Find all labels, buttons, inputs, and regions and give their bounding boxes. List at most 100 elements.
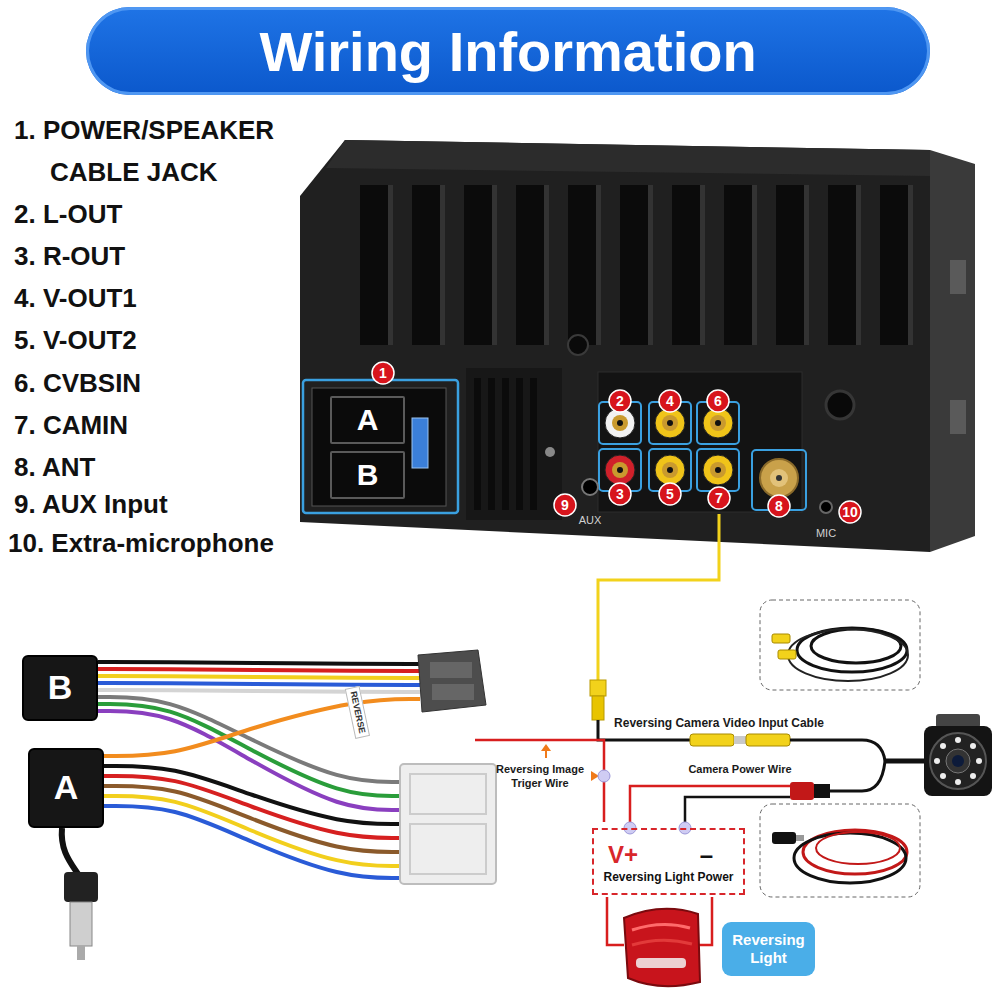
head-unit-part	[697, 449, 739, 491]
wire-label: Reversing Image Triger Wire	[490, 762, 590, 791]
power-cable-inset-part	[794, 833, 906, 883]
terminal-sign: –	[700, 841, 713, 869]
callout-text: 7	[715, 490, 723, 506]
vent-slots	[474, 378, 537, 510]
reversing-camera-part	[970, 743, 976, 749]
reversing-camera-part	[936, 714, 980, 728]
connector-block: A	[330, 396, 405, 444]
head-unit-part	[303, 380, 458, 513]
wiring-harness-part	[77, 946, 85, 960]
power-cable-inset-part	[796, 835, 804, 841]
head-unit	[300, 140, 975, 552]
head-unit-part	[474, 378, 481, 510]
camera-wiring-part	[885, 759, 925, 764]
head-unit-part	[617, 420, 623, 426]
callout-number: 10	[838, 500, 862, 524]
connector-block: B	[330, 451, 405, 499]
reversing-camera	[924, 714, 992, 796]
callout-circle-shape	[839, 501, 861, 523]
callout-number: 2	[608, 389, 632, 413]
head-unit-part	[776, 475, 782, 481]
head-unit-part	[516, 378, 523, 510]
wire-tag: REVERSE	[345, 686, 370, 739]
head-unit-part	[662, 415, 678, 431]
wiring-harness-part	[70, 902, 92, 946]
head-unit-part	[612, 415, 628, 431]
head-unit-part	[568, 335, 588, 355]
camera-wiring-part	[790, 782, 814, 800]
cable-inset-part	[760, 600, 920, 690]
cable-inset-part	[788, 629, 908, 681]
head-unit-part	[516, 185, 544, 345]
head-unit-part	[326, 140, 930, 176]
cooling-fins	[360, 185, 913, 345]
power-cable-inset	[760, 804, 920, 897]
head-unit-part	[464, 185, 492, 345]
camera-wiring-part	[607, 897, 624, 945]
connector-letter: B	[48, 668, 73, 707]
callout-text: 10	[842, 504, 858, 520]
callout-text: 6	[714, 393, 722, 409]
reversing-camera-part	[934, 758, 940, 764]
connector-letter: A	[357, 403, 379, 438]
head-unit-part	[930, 150, 975, 552]
head-unit-part	[596, 185, 601, 345]
head-unit-part	[662, 462, 678, 478]
head-unit-part	[950, 260, 966, 294]
head-unit-part	[648, 185, 653, 345]
head-unit-part	[826, 391, 854, 419]
head-unit-part	[950, 400, 966, 434]
head-unit-part	[908, 185, 913, 345]
terminal-row: V+–	[602, 841, 735, 869]
head-unit-part	[776, 185, 804, 345]
head-unit-part	[488, 378, 495, 510]
callout-number: 5	[658, 482, 682, 506]
head-unit-part	[667, 467, 673, 473]
camera-wiring-part	[690, 734, 734, 746]
reversing-camera-part	[976, 758, 982, 764]
head-unit-part	[605, 455, 635, 485]
reversing-camera-part	[946, 749, 970, 773]
camera-wiring-part	[734, 736, 746, 744]
head-unit-part	[312, 388, 446, 506]
head-unit-part	[502, 378, 509, 510]
camera-wiring-part	[590, 680, 606, 696]
cable-inset-part	[811, 629, 901, 663]
callout-circle-shape	[707, 390, 729, 412]
tail-light-part	[632, 940, 692, 945]
power-cable-inset-part	[816, 832, 900, 864]
callout-text: 1	[379, 365, 387, 381]
wire-label: Camera Power Wire	[688, 763, 791, 776]
head-unit-part	[880, 185, 908, 345]
callout-number: 8	[767, 494, 791, 518]
head-unit-part	[667, 420, 673, 426]
harness-plug: A	[28, 748, 104, 828]
reversing-light-power-box: V+–Reversing Light Power	[592, 828, 745, 895]
head-unit-part	[715, 420, 721, 426]
head-unit-part	[655, 455, 685, 485]
port-list-item: 4. V-OUT1	[14, 277, 137, 319]
callout-number: 7	[707, 486, 731, 510]
wiring-harness-part	[410, 774, 486, 814]
head-unit-part	[530, 378, 537, 510]
head-unit-part	[388, 185, 393, 345]
port-list-item: 10. Extra-microphone	[8, 522, 274, 564]
wiring-harness-part	[98, 662, 420, 664]
power-cable-inset-part	[760, 804, 920, 897]
wiring-harness-part	[104, 806, 402, 878]
connector-letter: A	[54, 768, 79, 807]
badge-text: Reversing Light	[728, 931, 809, 967]
tail-light-part	[624, 909, 700, 986]
wiring-harness-part	[400, 764, 496, 884]
cable-inset-part	[778, 650, 796, 659]
head-unit-part	[412, 185, 440, 345]
callout-text: 4	[666, 393, 674, 409]
wiring-harness-part	[98, 676, 420, 678]
callout-text: 5	[666, 486, 674, 502]
callout-number: 1	[371, 361, 395, 385]
camera-wiring-part	[545, 750, 547, 758]
port-list-item: 9. AUX Input	[14, 483, 168, 525]
callout-number: 6	[706, 389, 730, 413]
callout-circle-shape	[768, 495, 790, 517]
